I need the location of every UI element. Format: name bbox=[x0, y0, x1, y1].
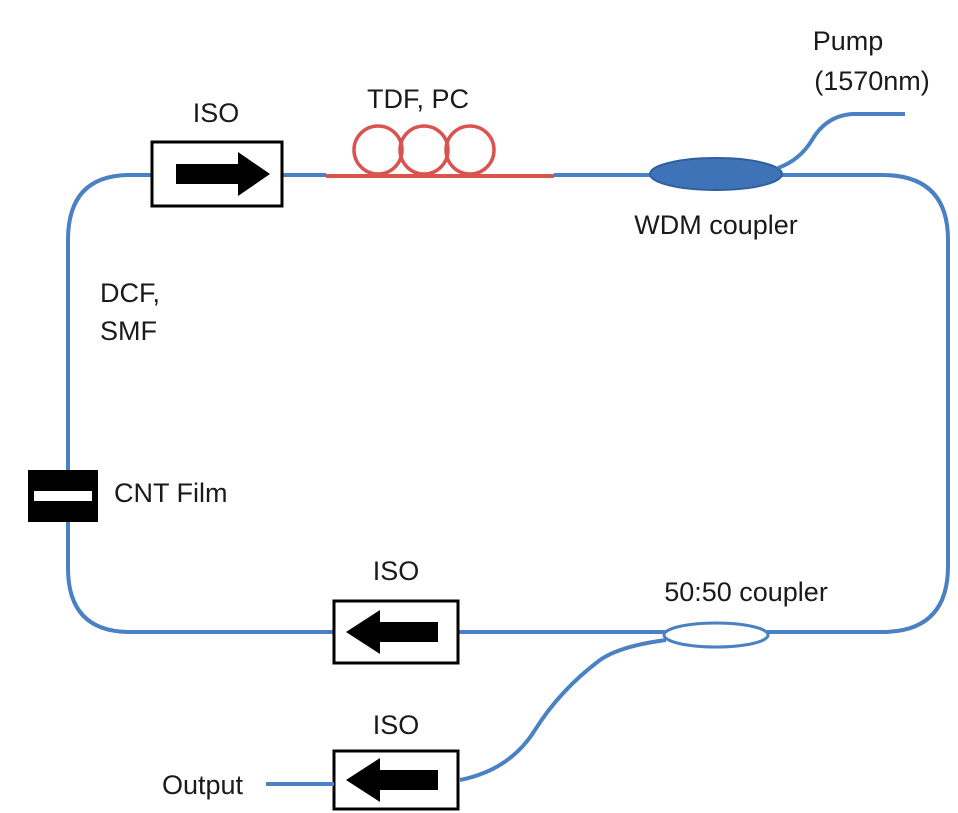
output-label: Output bbox=[162, 770, 244, 800]
coupler-5050 bbox=[662, 621, 770, 649]
iso-middle-label: ISO bbox=[373, 556, 420, 586]
isolator-top bbox=[150, 140, 284, 208]
cnt-film bbox=[28, 470, 98, 522]
wdm-label: WDM coupler bbox=[634, 210, 798, 240]
isolator-middle bbox=[332, 599, 460, 665]
arrow-right-icon bbox=[176, 152, 270, 196]
arrow-left-icon bbox=[346, 758, 438, 802]
tdf-pc-label: TDF, PC bbox=[367, 84, 469, 114]
pump-label: Pump bbox=[813, 26, 884, 56]
wdm-coupler bbox=[649, 157, 783, 191]
fiber-ring bbox=[66, 173, 950, 634]
smf-label: SMF bbox=[100, 316, 157, 346]
pump-wavelength-label: (1570nm) bbox=[814, 66, 930, 96]
cnt-label: CNT Film bbox=[114, 478, 227, 508]
coupler-5050-label: 50:50 coupler bbox=[664, 577, 828, 607]
arrow-left-icon bbox=[346, 610, 438, 654]
dcf-label: DCF, bbox=[100, 278, 160, 308]
polarization-controller-coils bbox=[352, 124, 496, 176]
iso-bottom-label: ISO bbox=[373, 710, 420, 740]
output-fiber bbox=[459, 638, 667, 782]
pump-fiber bbox=[777, 112, 905, 170]
iso-top-label: ISO bbox=[193, 98, 240, 128]
isolator-bottom bbox=[332, 749, 460, 811]
